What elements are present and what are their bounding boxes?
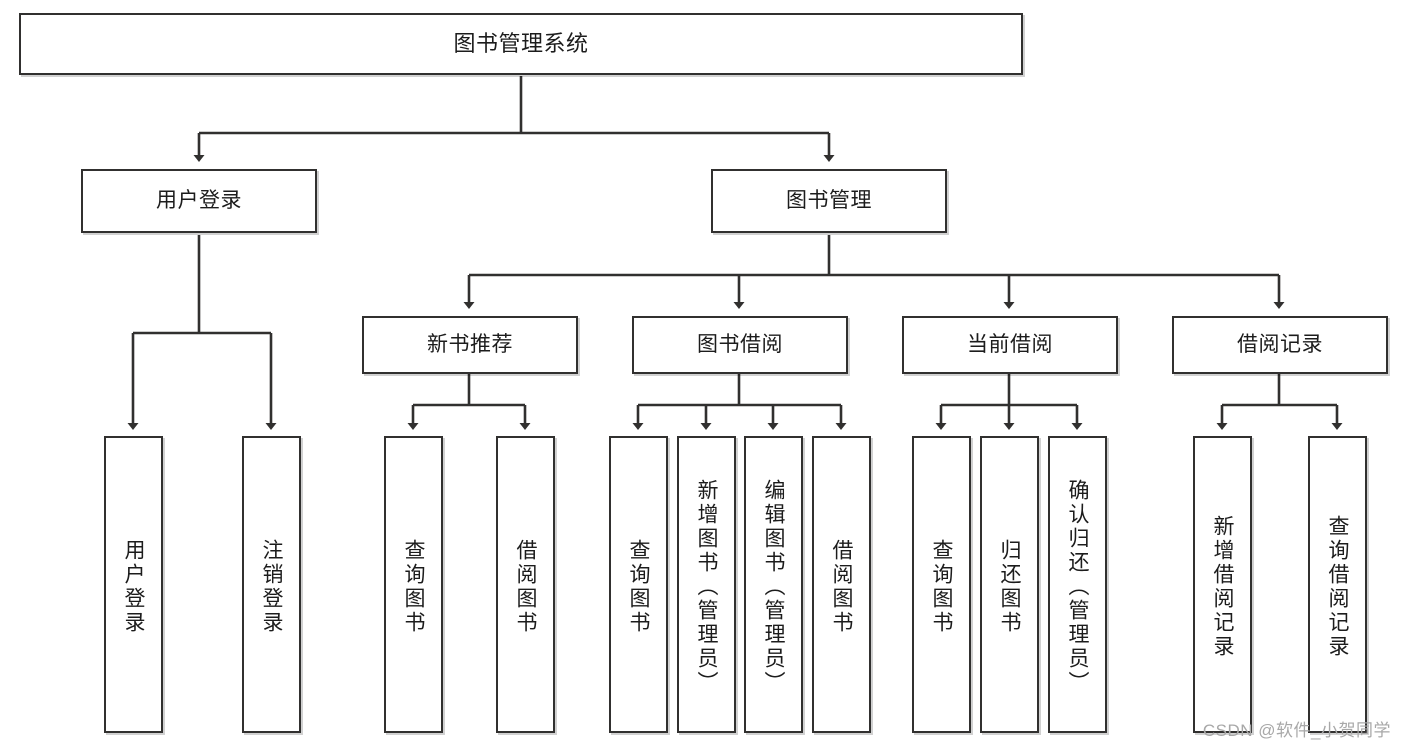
leaf-borrow-record-query[interactable]: 查询借阅记录	[1308, 436, 1367, 733]
node-label: 借阅图书	[514, 538, 537, 635]
node-label: 确认归还（管理员）	[1066, 478, 1089, 695]
node-label: 图书管理系统	[453, 31, 589, 57]
node-label: 查询借阅记录	[1326, 514, 1349, 659]
leaf-new-book-borrow[interactable]: 借阅图书	[496, 436, 555, 733]
node-label: 编辑图书（管理员）	[762, 478, 785, 695]
node-label: 当前借阅	[967, 332, 1053, 356]
node-label: 借阅记录	[1237, 332, 1323, 356]
node-label: 查询图书	[402, 538, 425, 635]
leaf-book-borrow-borrow[interactable]: 借阅图书	[812, 436, 871, 733]
node-label: 用户登录	[122, 538, 145, 635]
leaf-user-login-login[interactable]: 用户登录	[104, 436, 163, 733]
node-root-system[interactable]: 图书管理系统	[19, 13, 1023, 75]
node-user-login[interactable]: 用户登录	[81, 169, 317, 233]
node-label: 查询图书	[627, 538, 650, 635]
leaf-new-book-query[interactable]: 查询图书	[384, 436, 443, 733]
node-label: 归还图书	[998, 538, 1021, 635]
node-label: 用户登录	[156, 188, 242, 212]
node-label: 新增借阅记录	[1211, 514, 1234, 659]
node-label: 查询图书	[930, 538, 953, 635]
node-label: 图书借阅	[697, 332, 783, 356]
node-label: 注销登录	[260, 538, 283, 635]
leaf-book-borrow-edit[interactable]: 编辑图书（管理员）	[744, 436, 803, 733]
node-label: 图书管理	[786, 188, 872, 212]
leaf-current-borrow-return[interactable]: 归还图书	[980, 436, 1039, 733]
node-label: 新增图书（管理员）	[695, 478, 718, 695]
node-book-borrow[interactable]: 图书借阅	[632, 316, 848, 374]
node-book-management[interactable]: 图书管理	[711, 169, 947, 233]
node-label: 借阅图书	[830, 538, 853, 635]
leaf-borrow-record-add[interactable]: 新增借阅记录	[1193, 436, 1252, 733]
leaf-user-login-logout[interactable]: 注销登录	[242, 436, 301, 733]
leaf-current-borrow-confirm-return[interactable]: 确认归还（管理员）	[1048, 436, 1107, 733]
leaf-book-borrow-add[interactable]: 新增图书（管理员）	[677, 436, 736, 733]
leaf-book-borrow-query[interactable]: 查询图书	[609, 436, 668, 733]
node-borrow-record[interactable]: 借阅记录	[1172, 316, 1388, 374]
node-current-borrow[interactable]: 当前借阅	[902, 316, 1118, 374]
leaf-current-borrow-query[interactable]: 查询图书	[912, 436, 971, 733]
node-label: 新书推荐	[427, 332, 513, 356]
node-new-book-recommend[interactable]: 新书推荐	[362, 316, 578, 374]
